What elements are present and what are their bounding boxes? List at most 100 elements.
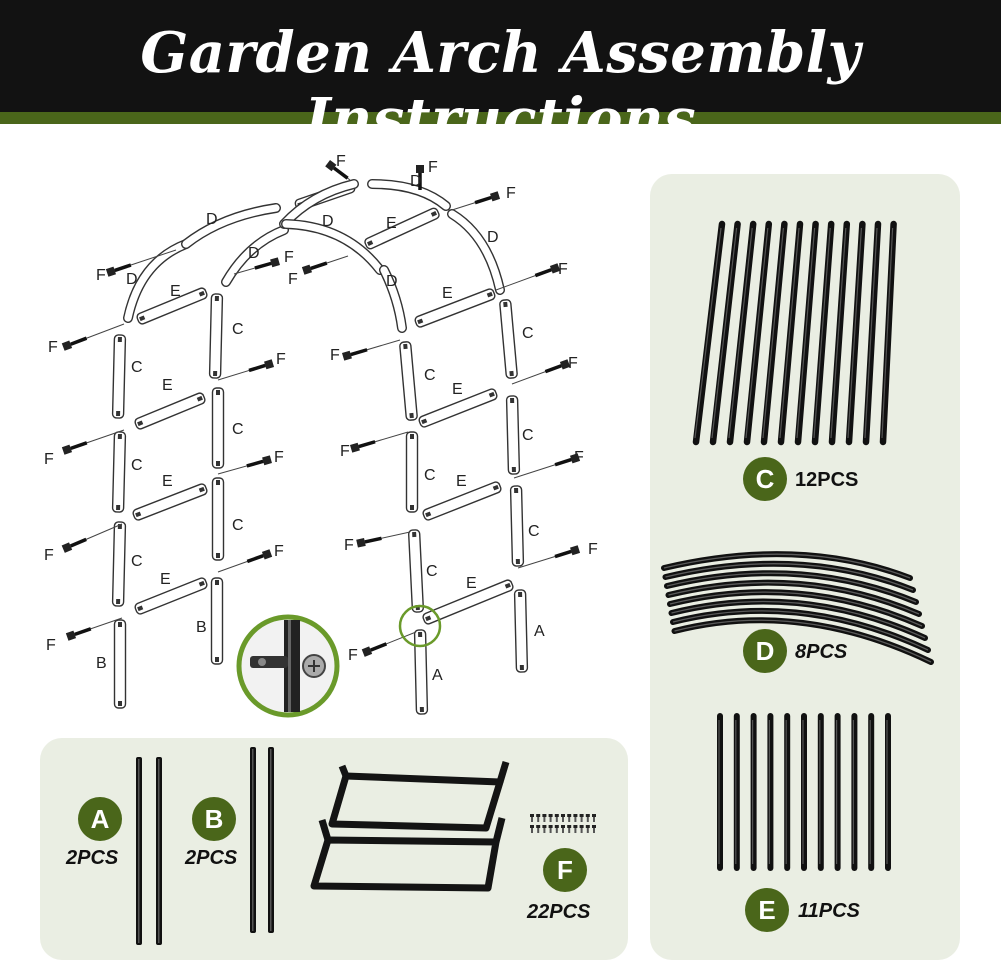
diagram-label-c-10: C (426, 563, 438, 580)
diagram-label-f-52: F (348, 647, 358, 664)
right-back-pole-0 (499, 299, 518, 379)
diagram-label-e-15: E (170, 283, 181, 300)
left-back-pole-2 (211, 477, 225, 561)
screw-icon (536, 814, 541, 817)
right-back-pole-3 (513, 589, 529, 673)
part-c-poles-image (692, 220, 897, 446)
crossbar-e-1 (134, 392, 206, 430)
header-accent-stripe (0, 112, 1001, 124)
screw-f-5 (233, 257, 280, 275)
screw-icon (530, 814, 534, 817)
diagram-label-c-4: C (131, 553, 143, 570)
screw-icon (561, 814, 565, 817)
part-d-qty: 8PCS (795, 641, 848, 663)
screw-icon (592, 825, 596, 828)
screw-icon (567, 825, 572, 828)
part-d-arcs-image (661, 551, 934, 665)
diagram-label-e-13: E (162, 473, 173, 490)
connector-marker-circle (398, 604, 442, 648)
crossbar-e-7 (422, 481, 502, 521)
crossbar-e-8 (422, 579, 514, 625)
crossbar-e-6 (418, 388, 498, 428)
diagram-label-e-19: E (456, 473, 467, 490)
left-front-pole-1 (111, 431, 127, 513)
part-c-pole (743, 220, 773, 446)
screw-f-12 (349, 431, 409, 453)
screw-icon (548, 825, 553, 828)
screw-icon (573, 825, 578, 828)
part-c-pole (862, 220, 882, 446)
diagram-label-d-26: D (487, 229, 499, 246)
screw-f-7 (495, 263, 561, 291)
part-b-qty: 2PCS (185, 847, 238, 869)
diagram-label-c-6: C (424, 367, 436, 384)
diagram-label-f-36: F (506, 185, 516, 202)
screw-f-18 (517, 545, 581, 569)
screw-icon (592, 814, 596, 817)
right-back-pole-2 (509, 485, 525, 567)
part-c-pole (845, 220, 866, 446)
screw-f-15 (61, 523, 123, 553)
screw-f-14 (513, 453, 581, 479)
part-c-pole (811, 220, 835, 446)
diagram-label-d-21: D (126, 271, 138, 288)
diagram-label-e-16: E (386, 215, 397, 232)
part-e-badge: E (745, 888, 789, 932)
right-front-pole-1 (405, 431, 419, 513)
part-c-pole (828, 220, 851, 446)
screw-icon (567, 814, 572, 817)
diagram-label-f-46: F (574, 449, 584, 466)
screw-f-19 (65, 617, 123, 641)
screw-f-6 (301, 255, 349, 275)
connector-detail-zoom (236, 614, 340, 718)
screw-icon (542, 814, 547, 817)
screw-icon (554, 825, 559, 828)
diagram-label-f-35: F (428, 159, 438, 176)
screw-icon (573, 814, 578, 817)
diagram-label-c-9: C (522, 427, 534, 444)
part-a-qty: 2PCS (66, 847, 119, 869)
part-e-qty: 11PCS (798, 900, 860, 922)
part-c-pole (760, 220, 788, 446)
diagram-label-f-49: F (274, 543, 284, 560)
screw-f-20 (361, 631, 417, 657)
diagram-label-e-17: E (442, 285, 453, 302)
diagram-label-f-43: F (44, 451, 54, 468)
diagram-label-c-1: C (232, 321, 244, 338)
diagram-label-d-23: D (248, 245, 260, 262)
diagram-label-f-37: F (284, 249, 294, 266)
page-title: Garden Arch Assembly Instructions (140, 20, 861, 152)
left-front-pole-0 (111, 334, 127, 419)
crossbar-e-0 (136, 287, 208, 325)
screw-f-11 (61, 429, 125, 455)
screw-f-0 (61, 323, 125, 351)
screw-icon (548, 814, 553, 817)
screw-icon (579, 814, 584, 817)
part-e-poles-image (717, 713, 891, 871)
screw-f-17 (217, 549, 273, 573)
diagram-label-c-7: C (522, 325, 534, 342)
diagram-label-b-28: B (96, 655, 107, 672)
screw-f-16 (356, 531, 411, 548)
left-back-pole-3 (210, 577, 224, 665)
part-f-badge: F (543, 848, 587, 892)
part-b-badge: B (192, 797, 236, 841)
part-c-pole (879, 220, 897, 446)
diagram-label-e-12: E (162, 377, 173, 394)
diagram-label-f-33: F (48, 339, 58, 356)
diagram-label-f-41: F (276, 351, 286, 368)
diagram-label-f-45: F (274, 449, 284, 466)
diagram-label-d-27: D (386, 273, 398, 290)
diagram-label-a-31: A (534, 623, 545, 640)
diagram-label-a-30: A (432, 667, 443, 684)
diagram-label-f-32: F (96, 267, 106, 284)
part-a-badge: A (78, 797, 122, 841)
diagram-label-f-50: F (588, 541, 598, 558)
right-back-pole-1 (505, 395, 521, 475)
part-c-pole (794, 220, 819, 446)
screw-f-10 (511, 359, 571, 385)
part-d-badge: D (743, 629, 787, 673)
screw-f-1 (105, 249, 177, 277)
part-c-pole (709, 220, 741, 446)
